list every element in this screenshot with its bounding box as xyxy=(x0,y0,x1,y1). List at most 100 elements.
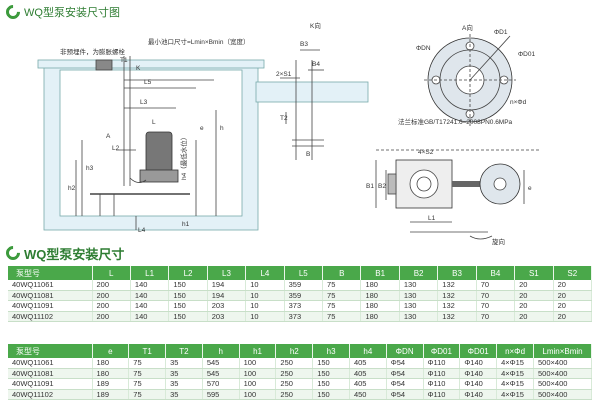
table-cell: 70 xyxy=(476,311,516,322)
table-cell: Φ110 xyxy=(423,368,461,379)
col-header: 泵型号 xyxy=(8,344,93,358)
col-header: ΦDN xyxy=(386,344,424,358)
table-cell: 70 xyxy=(476,280,516,291)
table-cell: 250 xyxy=(275,358,314,369)
label-B2: B2 xyxy=(378,183,386,190)
table-cell: 150 xyxy=(312,378,350,390)
table-cell: 250 xyxy=(275,368,314,379)
label-h: h xyxy=(220,125,224,132)
table-cell: Φ140 xyxy=(459,368,498,379)
table-cell: 545 xyxy=(202,368,240,379)
table-cell: 180 xyxy=(360,311,400,322)
table-cell: Φ110 xyxy=(423,358,461,369)
ring-icon xyxy=(3,2,23,22)
col-header: h xyxy=(202,344,240,358)
table-cell: Φ110 xyxy=(423,389,461,400)
section-title-text: WQ型泵安装尺寸 xyxy=(24,246,125,262)
table-cell: 10 xyxy=(245,290,285,301)
table-cell: Φ110 xyxy=(423,378,461,390)
table-cell: 20 xyxy=(514,290,554,301)
label-S2: 4×S2 xyxy=(418,149,434,156)
table-cell: 70 xyxy=(476,300,516,312)
table-cell: 130 xyxy=(399,311,439,322)
label-K: K xyxy=(136,65,141,72)
label-rotation: 旋向 xyxy=(492,237,505,246)
table-cell: 20 xyxy=(553,280,593,291)
col-header: L1 xyxy=(130,266,170,280)
table-cell: 40WQ11102 xyxy=(8,389,93,400)
table-cell: 150 xyxy=(168,290,208,301)
table-cell: 250 xyxy=(275,378,314,390)
table-cell: 150 xyxy=(312,389,350,400)
table-cell: 35 xyxy=(165,358,203,369)
table-cell: 40WQ11061 xyxy=(8,280,93,291)
table-cell: 180 xyxy=(360,290,400,301)
label-T1: T1 xyxy=(120,57,128,64)
table-cell: 75 xyxy=(322,300,362,312)
table-cell: 4×Φ15 xyxy=(496,368,534,379)
table-cell: 40WQ11091 xyxy=(8,300,93,312)
table-cell: 200 xyxy=(92,290,131,301)
table-cell: 595 xyxy=(202,389,240,400)
table-cell: 40WQ11061 xyxy=(8,358,93,369)
section-title-table: WQ型泵安装尺寸 xyxy=(3,243,125,263)
col-header: T1 xyxy=(128,344,167,358)
table-cell: 405 xyxy=(349,358,387,369)
label-A: A xyxy=(106,133,111,140)
table-cell: 180 xyxy=(92,358,130,369)
table-header-row: 泵型号 e T1 T2 h h1 h2 h3 h4 ΦDN ΦD01 ΦD01 … xyxy=(8,344,592,358)
label-min-outlet: 最小池口尺寸=Lmin×Bmin（宽度） xyxy=(148,37,250,46)
table-cell: 200 xyxy=(92,300,131,312)
col-header: h3 xyxy=(312,344,350,358)
label-L3: L3 xyxy=(140,99,148,106)
label-nd: n×Φd xyxy=(510,99,527,106)
col-header: h1 xyxy=(239,344,277,358)
table-cell: 75 xyxy=(128,368,167,379)
table-cell: 500×400 xyxy=(533,368,592,379)
col-header: e xyxy=(92,344,130,358)
label-D1: ΦD1 xyxy=(494,29,508,36)
table-cell: 4×Φ15 xyxy=(496,378,534,390)
table-cell: 250 xyxy=(275,389,314,400)
table-cell: 130 xyxy=(399,290,439,301)
col-header: h2 xyxy=(275,344,314,358)
table-cell: 35 xyxy=(165,389,203,400)
table-cell: 150 xyxy=(312,368,350,379)
table-cell: 150 xyxy=(312,358,350,369)
label-nonpreembed: 非预埋件，为膨胀螺栓 xyxy=(60,47,126,56)
table-cell: 140 xyxy=(130,311,170,322)
table-cell: 132 xyxy=(437,280,477,291)
label-A-dir: A向 xyxy=(462,23,473,32)
label-L4: L4 xyxy=(138,227,146,234)
table-cell: 20 xyxy=(553,290,593,301)
table-cell: 40WQ11081 xyxy=(8,368,93,379)
table-cell: 100 xyxy=(239,389,277,400)
col-header: Lmin×Bmin xyxy=(533,344,592,358)
table-cell: 132 xyxy=(437,290,477,301)
label-h1: h1 xyxy=(182,221,190,228)
table-cell: 132 xyxy=(437,311,477,322)
label-L2: L2 xyxy=(112,145,120,152)
dimension-table-2: 泵型号 e T1 T2 h h1 h2 h3 h4 ΦDN ΦD01 ΦD01 … xyxy=(8,344,592,400)
table-cell: 180 xyxy=(360,300,400,312)
table-cell: 203 xyxy=(207,300,247,312)
table-cell: 203 xyxy=(207,311,247,322)
table-cell: 180 xyxy=(92,368,130,379)
table-cell: 100 xyxy=(239,358,277,369)
table-cell: 373 xyxy=(284,311,324,322)
table-cell: 20 xyxy=(514,311,554,322)
table-cell: 150 xyxy=(168,280,208,291)
col-header: B1 xyxy=(360,266,400,280)
table-cell: 75 xyxy=(322,280,362,291)
table-cell: 150 xyxy=(168,300,208,312)
label-h4: h4（最低水位） xyxy=(179,134,188,180)
col-header: B4 xyxy=(476,266,516,280)
table-cell: 500×400 xyxy=(533,358,592,369)
table-cell: 359 xyxy=(284,280,324,291)
col-header: L2 xyxy=(168,266,208,280)
